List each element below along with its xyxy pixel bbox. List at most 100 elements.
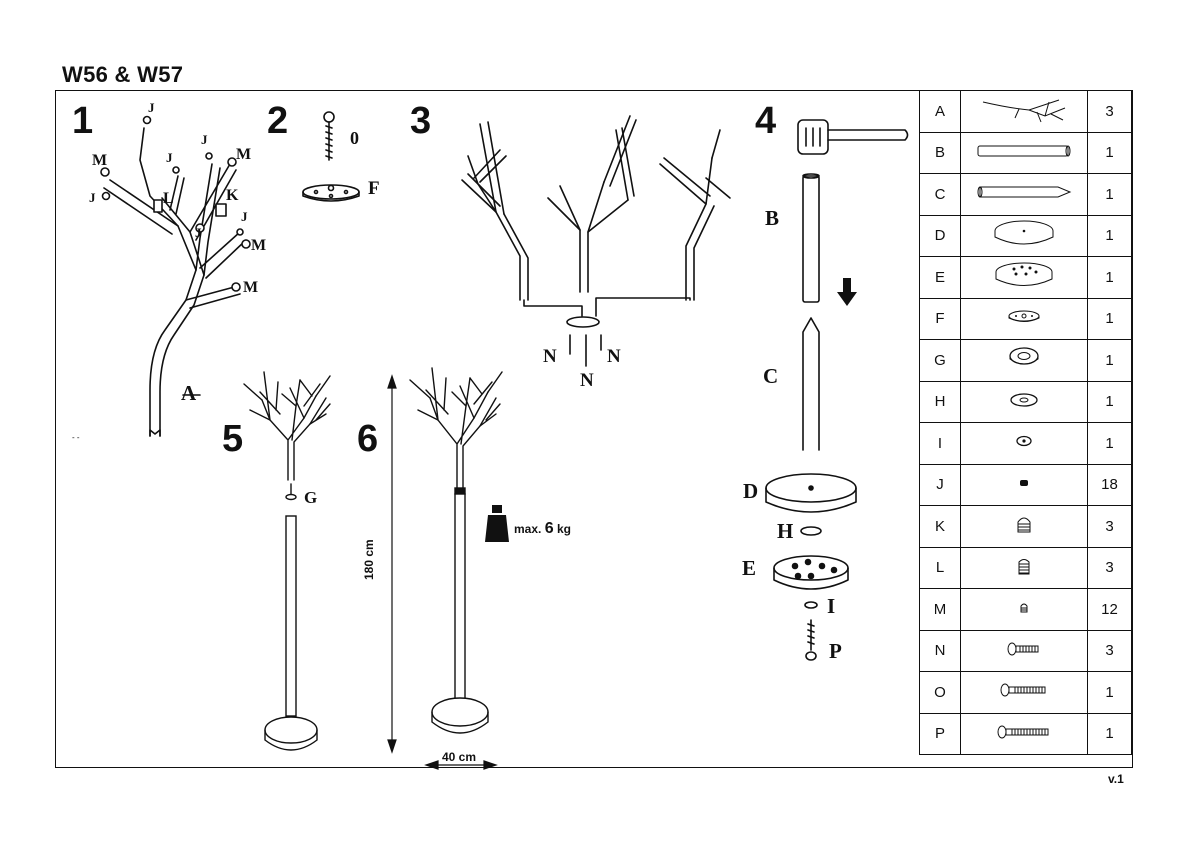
ring-g-icon — [960, 339, 1088, 382]
document-title: W56 & W57 — [62, 62, 184, 87]
step-3-number: 3 — [410, 100, 432, 142]
top-plate-icon — [960, 297, 1088, 340]
step-3-label-n: N — [543, 346, 557, 367]
step-5-drawing — [243, 371, 331, 751]
part-letter: C — [919, 173, 961, 216]
part-letter: J — [919, 463, 961, 506]
step-2-number: 2 — [267, 100, 289, 142]
part-quantity: 3 — [1087, 629, 1132, 672]
part-letter: F — [919, 297, 961, 340]
tube-icon — [960, 131, 1088, 174]
step-4-drawing — [765, 119, 909, 661]
parts-row: J 18 — [919, 463, 1132, 506]
step-4-number: 4 — [755, 100, 777, 142]
version-label: v.1 — [1108, 772, 1124, 786]
max-load-value: 6 — [544, 520, 554, 537]
step-4-label-i: I — [827, 594, 836, 618]
step-6-drawing — [409, 367, 503, 734]
step-1-label-m: M — [251, 237, 267, 254]
part-quantity: 3 — [1087, 505, 1132, 548]
step-4-label-h: H — [777, 519, 794, 543]
plug-k-icon — [960, 505, 1088, 548]
step-3-label-n: N — [580, 370, 594, 391]
max-load-prefix: max. — [514, 522, 542, 536]
step-1-branch-drawing — [103, 127, 247, 437]
tapered-tube-icon — [960, 173, 1088, 216]
step-2-drawing — [302, 111, 360, 202]
part-quantity: 1 — [1087, 339, 1132, 382]
max-load-label: max. 6 kg — [514, 520, 571, 538]
part-letter: H — [919, 380, 961, 423]
step-1-label-m: M — [236, 146, 252, 163]
part-letter: D — [919, 214, 961, 257]
step-1-label-j: J — [195, 225, 202, 240]
step-1-label-m: M — [243, 279, 259, 296]
part-quantity: 1 — [1087, 422, 1132, 465]
step-4-label-c: C — [763, 364, 779, 388]
part-quantity: 1 — [1087, 131, 1132, 174]
plug-m-icon — [960, 588, 1088, 631]
step-5-label-g: G — [304, 488, 318, 507]
step-4-label-e: E — [742, 556, 757, 580]
branch-icon — [960, 90, 1088, 133]
part-letter: M — [919, 588, 961, 631]
part-letter: A — [919, 90, 961, 133]
step-4-label-p: P — [829, 639, 842, 663]
end-cap-icon — [960, 463, 1088, 506]
washer-h-icon — [960, 380, 1088, 423]
step-6-number: 6 — [357, 418, 379, 460]
part-quantity: 3 — [1087, 90, 1132, 133]
part-quantity: 1 — [1087, 173, 1132, 216]
step-1-number: 1 — [72, 100, 94, 142]
base-disc-icon — [960, 214, 1088, 257]
part-quantity: 1 — [1087, 256, 1132, 299]
part-quantity: 3 — [1087, 546, 1132, 589]
part-letter: B — [919, 131, 961, 174]
width-dimension: 40 cm — [442, 750, 477, 764]
step-1-label-j: J — [166, 150, 173, 165]
part-quantity: 1 — [1087, 214, 1132, 257]
plug-l-icon — [960, 546, 1088, 589]
step-5-number: 5 — [222, 418, 244, 460]
step-3-label-n: N — [607, 346, 621, 367]
step-4-label-b: B — [765, 206, 780, 230]
step-4-label-d: D — [743, 479, 759, 503]
height-dimension: 180 cm — [362, 539, 376, 580]
part-letter: N — [919, 629, 961, 672]
part-quantity: 1 — [1087, 712, 1132, 755]
part-letter: O — [919, 671, 961, 714]
weight-icon — [485, 505, 509, 542]
step-1-label-j: J — [89, 190, 96, 205]
step-1-label-k: K — [226, 187, 239, 204]
step-2-label-f: F — [368, 178, 380, 199]
step-1-label-a: A — [181, 381, 197, 405]
instructions-frame — [55, 90, 1133, 768]
step-1-label-l: L — [163, 190, 174, 207]
step-1-label-j: J — [201, 132, 208, 147]
step-1-label-j: J — [148, 100, 155, 115]
washer-i-icon — [960, 422, 1088, 465]
part-quantity: 1 — [1087, 297, 1132, 340]
screw-o-icon — [960, 671, 1088, 714]
part-quantity: 1 — [1087, 380, 1132, 423]
part-quantity: 18 — [1087, 463, 1132, 506]
screw-p-icon — [960, 712, 1088, 755]
part-letter: G — [919, 339, 961, 382]
max-load-unit: kg — [556, 522, 571, 536]
part-letter: L — [919, 546, 961, 589]
part-letter: I — [919, 422, 961, 465]
